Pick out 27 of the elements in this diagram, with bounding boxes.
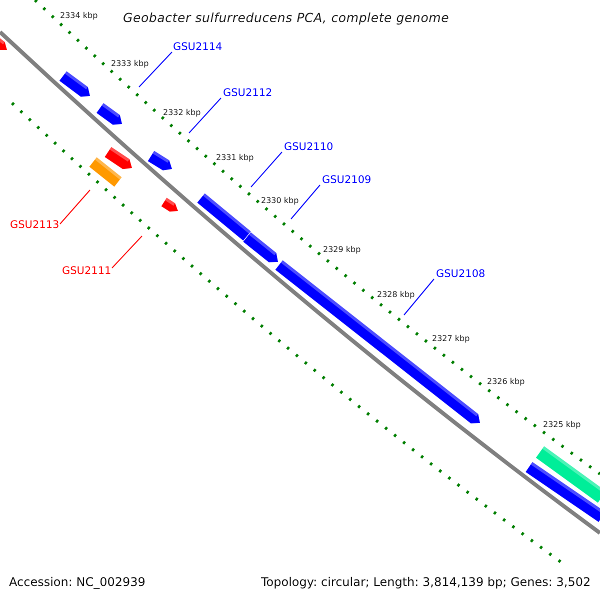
scale-label: 2334 kbp: [60, 12, 98, 20]
leader-line: [404, 278, 434, 316]
leader-line: [250, 152, 282, 188]
footer-text: Accession: NC_002939: [9, 576, 146, 588]
gene-label: GSU2113: [10, 220, 60, 230]
gene-label: GSU2114: [173, 42, 222, 52]
scale-label: 2326 kbp: [487, 378, 525, 386]
gene-label: GSU2108: [436, 268, 486, 279]
scale-label: 2332 kbp: [163, 109, 201, 117]
scale-label: 2325 kbp: [543, 421, 581, 429]
scale-label: 2329 kbp: [323, 246, 361, 254]
scale-label: 2327 kbp: [432, 335, 470, 343]
leader-line: [188, 98, 222, 134]
leader-line: [60, 190, 90, 224]
map-title: Geobacter sulfurreducens PCA, complete genome: [123, 12, 450, 24]
leader-line: [112, 236, 142, 268]
gene-label: GSU2110: [284, 142, 334, 152]
leader-line: [290, 184, 320, 220]
footer-text: Topology: circular; Length: 3,814,139 bp; Genes: 3,502: [261, 576, 591, 588]
scale-label: 2331 kbp: [216, 154, 254, 162]
scale-label: 2333 kbp: [111, 60, 149, 68]
gene-label: GSU2112: [223, 88, 272, 98]
scale-label: 2328 kbp: [377, 291, 415, 299]
scale-label: 2330 kbp: [261, 197, 299, 205]
gene-label: GSU2111: [62, 266, 112, 276]
leader-line: [138, 52, 172, 88]
gene-label: GSU2109: [322, 174, 372, 185]
